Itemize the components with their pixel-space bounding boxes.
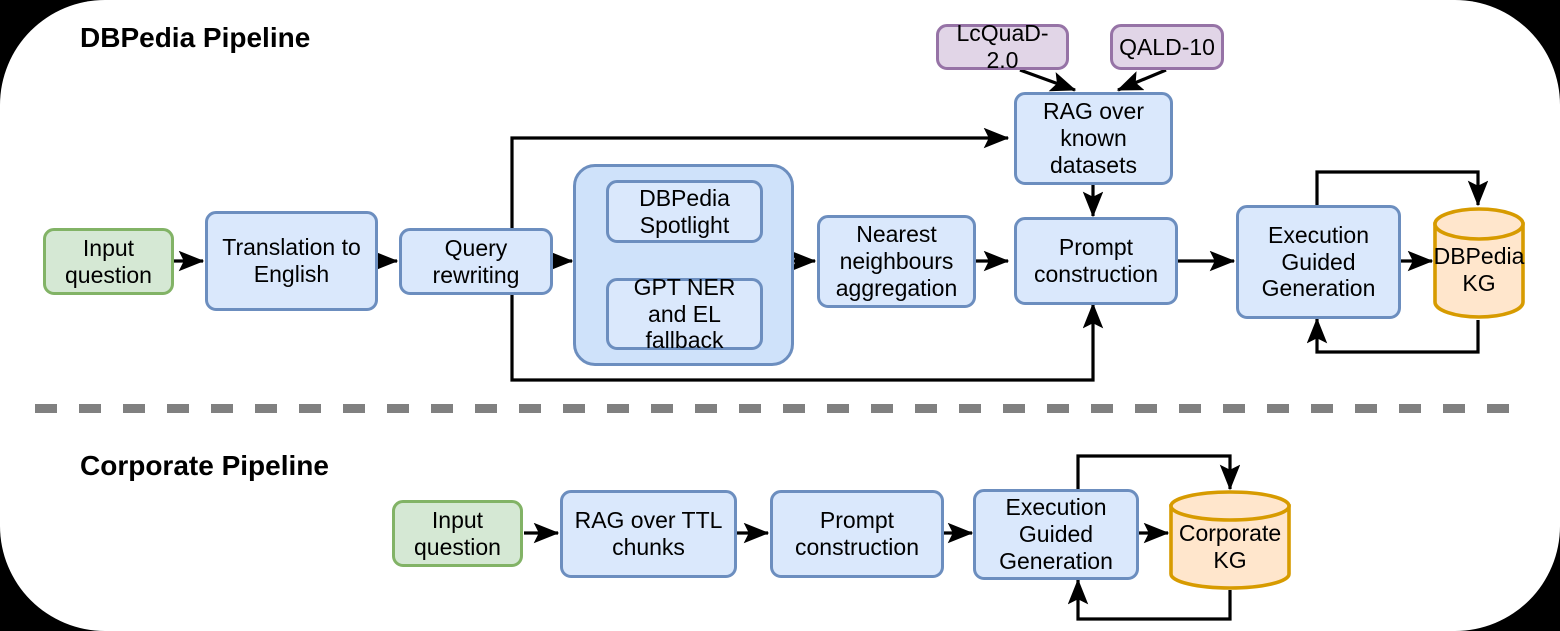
node-corporate-prompt-construction[interactable]: Prompt construction: [770, 490, 944, 578]
edge-corp-execution-to-kg-top: [1076, 454, 1241, 491]
section-divider: [35, 404, 1525, 413]
node-corporate-input-question[interactable]: Input question: [392, 500, 523, 567]
edge-kg-to-execution-bottom: [1306, 317, 1480, 354]
node-rag-over-ttl-chunks[interactable]: RAG over TTL chunks: [560, 490, 737, 578]
node-gpt-ner-el-fallback[interactable]: GPT NER and EL fallback: [606, 274, 763, 353]
node-dbpedia-spotlight[interactable]: DBPedia Spotlight: [606, 180, 763, 243]
node-dbpedia-prompt-construction[interactable]: Prompt construction: [1014, 217, 1178, 305]
edge-execution-to-kg-top: [1315, 170, 1489, 207]
node-dbpedia-execution-guided-generation[interactable]: Execution Guided Generation: [1236, 205, 1401, 319]
cylinder-shape: [1169, 490, 1291, 590]
node-dataset-lcquad[interactable]: LcQuaD-2.0: [936, 20, 1069, 73]
node-corporate-execution-guided-generation[interactable]: Execution Guided Generation: [973, 489, 1139, 580]
node-corporate-kg-label: Corporate KG: [1178, 520, 1282, 573]
node-nearest-neighbours-aggregation[interactable]: Nearest neighbours aggregation: [817, 215, 976, 308]
edge-qald-to-rag: [1116, 68, 1167, 92]
node-corporate-kg[interactable]: Corporate KG: [1168, 490, 1292, 590]
node-dbpedia-input-question[interactable]: Input question: [43, 228, 174, 295]
corporate-section-title: Corporate Pipeline: [80, 450, 329, 481]
node-dbpedia-kg-label: DBPedia KG: [1433, 243, 1525, 296]
node-dbpedia-query-rewriting[interactable]: Query rewriting: [399, 228, 553, 295]
dbpedia-section-title: DBPedia Pipeline: [80, 22, 311, 53]
node-dataset-qald[interactable]: QALD-10: [1110, 24, 1224, 70]
node-dbpedia-translation-to-english[interactable]: Translation to English: [205, 211, 378, 311]
node-rag-over-known-datasets[interactable]: RAG over known datasets: [1014, 92, 1173, 185]
node-dbpedia-kg[interactable]: DBPedia KG: [1432, 206, 1526, 320]
cylinder-shape: [1433, 207, 1525, 319]
